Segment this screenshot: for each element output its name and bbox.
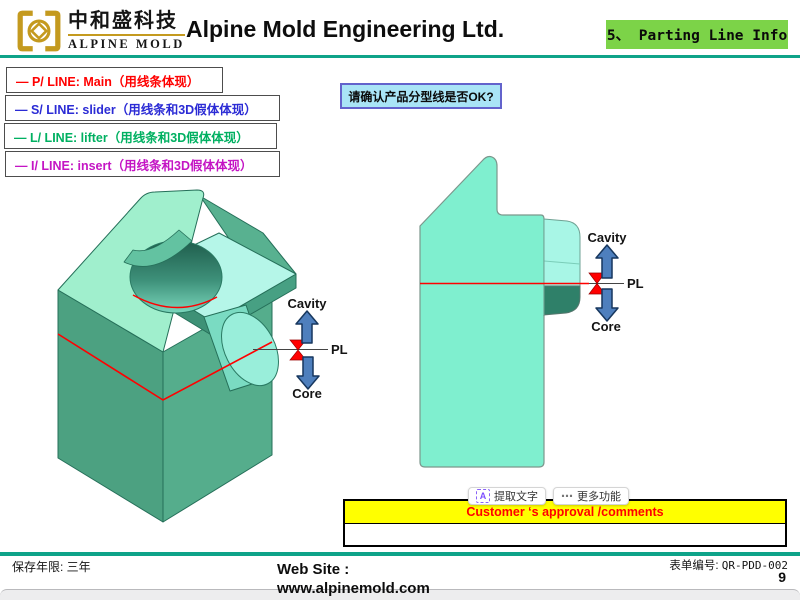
more-functions-label: 更多功能 (577, 491, 621, 503)
left-model-annotations: Cavity PL Core (253, 296, 348, 401)
company-logo: 中和盛科技 ALPINE MOLD (16, 9, 185, 53)
cavity-label-right: Cavity (587, 230, 627, 245)
logo-english-name: ALPINE MOLD (68, 37, 185, 51)
left-model-boss-cap (221, 311, 279, 387)
right-model-boss-lower (543, 285, 581, 316)
cavity-arrow-up-right (595, 244, 619, 279)
alpine-mold-logo-icon (17, 10, 61, 52)
left-model-parting-line (57, 294, 273, 401)
slide-title-tab: 5、 Parting Line Info (606, 20, 788, 49)
retention-period-text: 保存年限: 三年 (12, 560, 91, 574)
more-functions-button[interactable]: ⋯ 更多功能 (553, 487, 629, 505)
left-model-chamfer-notch (123, 229, 193, 267)
window-bottom-edge (0, 589, 800, 600)
customer-approval-box: Customer ‘s approval /comments (343, 499, 787, 547)
customer-approval-blank-area (345, 524, 785, 543)
parting-line-left-model (57, 333, 273, 401)
core-label-left: Core (292, 386, 322, 401)
legend-l-line: — L/ LINE: lifter（用线条和3D假体体现） (4, 123, 277, 149)
page-number: 9 (778, 569, 786, 585)
footer-divider (0, 552, 800, 556)
confirm-parting-line-note: 请确认产品分型线是否OK? (340, 83, 502, 109)
cavity-label-left: Cavity (287, 296, 327, 311)
customer-approval-header: Customer ‘s approval /comments (345, 501, 785, 524)
pl-bowtie-marker-right (588, 272, 606, 295)
website-label: Web Site : (277, 561, 350, 578)
right-model-boss-seam (543, 260, 581, 265)
right-model-side-view (419, 155, 581, 468)
ocr-toolbar: A 提取文字 ⋯ 更多功能 (468, 487, 629, 505)
legend-s-line: — S/ LINE: slider（用线条和3D假体体现） (5, 95, 280, 121)
website-block: Web Site : www.alpinemold.com (277, 560, 430, 598)
right-model-body (419, 155, 545, 468)
website-url: www.alpinemold.com (277, 580, 430, 597)
legend-p-line: — P/ LINE: Main（用线条体现） (6, 67, 223, 93)
extract-text-icon: A (476, 489, 490, 503)
form-number-code: QR-PDD-002 (721, 559, 788, 572)
logo-text: 中和盛科技 ALPINE MOLD (68, 9, 185, 52)
header-divider (0, 55, 800, 58)
form-number: 表单编号: QR-PDD-002 (669, 557, 788, 573)
core-label-right: Core (591, 319, 621, 334)
left-model-isometric-view (57, 189, 297, 523)
pl-label-left: PL (331, 342, 348, 357)
parting-line-hole-arc (132, 294, 218, 309)
core-arrow-down-right (595, 288, 619, 322)
core-arrow-down-left (296, 356, 320, 390)
right-model-boss-upper (543, 218, 581, 287)
more-functions-icon: ⋯ (561, 489, 573, 503)
company-title: Alpine Mold Engineering Ltd. (186, 16, 505, 42)
right-model-annotations: Cavity PL Core (420, 230, 644, 334)
extract-text-label: 提取文字 (494, 491, 538, 503)
pl-label-right: PL (627, 276, 644, 291)
pl-bowtie-marker-left (289, 339, 307, 361)
legend-i-line: — I/ LINE: insert（用线条和3D假体体现） (5, 151, 280, 177)
logo-chinese-name: 中和盛科技 (68, 9, 185, 36)
cavity-arrow-up-left (295, 310, 319, 344)
extract-text-button[interactable]: A 提取文字 (468, 487, 546, 505)
form-number-label: 表单编号: (669, 560, 719, 572)
